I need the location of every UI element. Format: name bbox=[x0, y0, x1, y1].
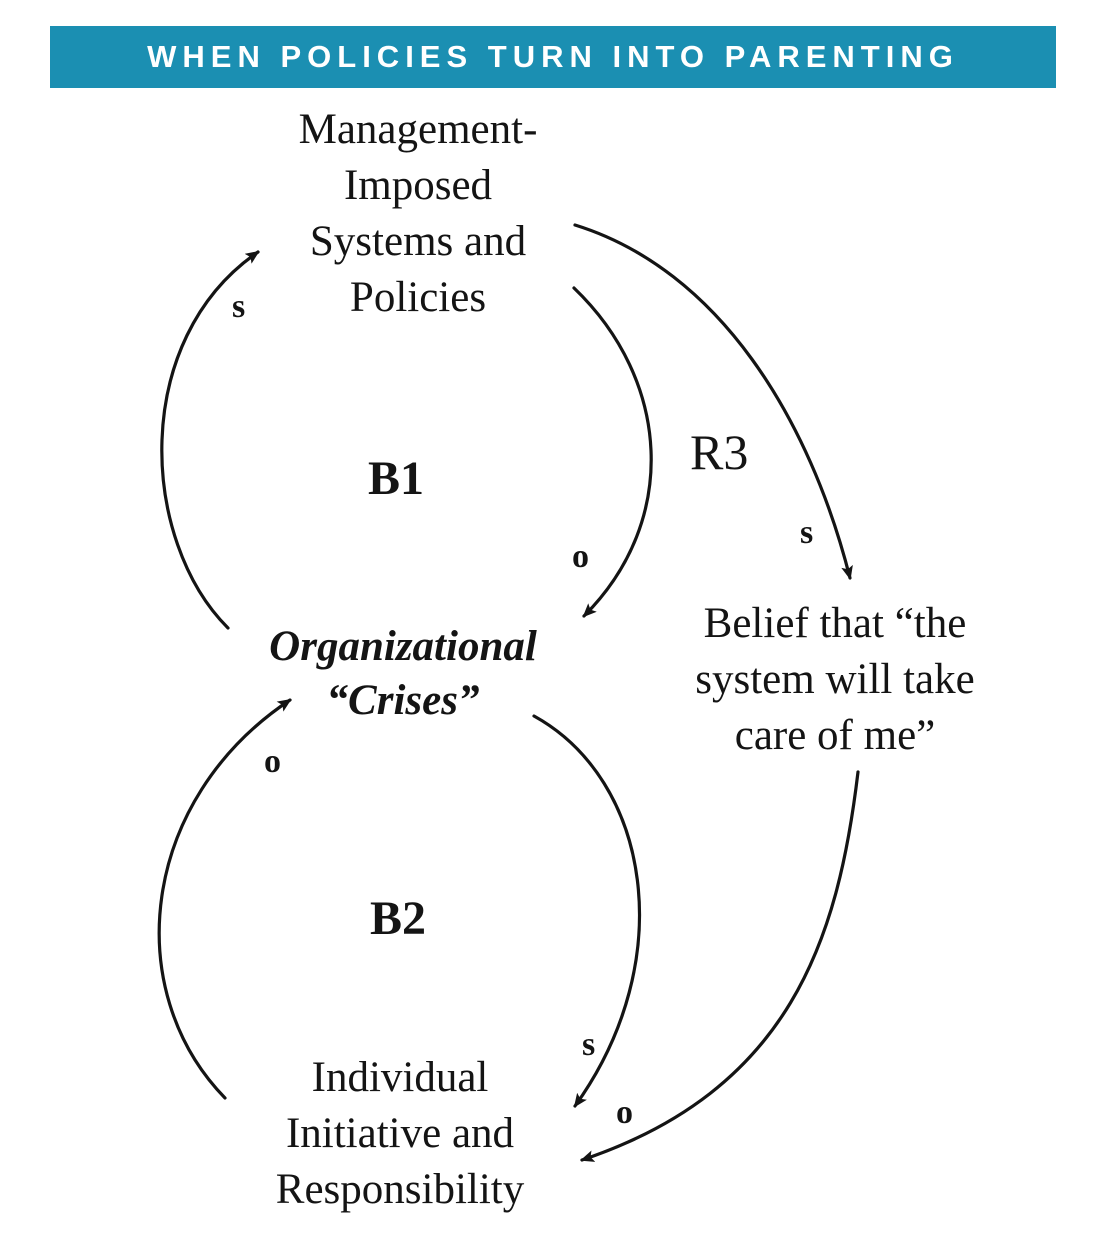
node-text-line: Responsibility bbox=[275, 1166, 525, 1213]
node-text-line: care of me” bbox=[734, 712, 936, 759]
node-text-line: Management- bbox=[298, 106, 538, 153]
arrow-crises-to-policies bbox=[160, 250, 260, 630]
loop-label-b2: B2 bbox=[370, 892, 427, 945]
title-banner: WHEN POLICIES TURN INTO PARENTING bbox=[50, 26, 1056, 88]
node-belief-system: Belief that “the system will take care o… bbox=[660, 596, 1010, 764]
node-text-line: “Crises” bbox=[326, 677, 480, 724]
loop-label-b1: B1 bbox=[368, 452, 425, 505]
arrow-belief-to-initiative bbox=[580, 770, 860, 1162]
arrow-crises-to-initiative bbox=[532, 714, 642, 1108]
node-individual-initiative: Individual Initiative and Responsibility bbox=[240, 1050, 560, 1218]
polarity-crises-to-initiative: s bbox=[582, 1026, 596, 1063]
polarity-policies-to-crises: o bbox=[572, 538, 589, 575]
polarity-policies-to-belief: s bbox=[800, 514, 814, 551]
node-text-line: Imposed bbox=[343, 162, 493, 209]
polarity-crises-to-policies: s bbox=[232, 288, 246, 325]
polarity-initiative-to-crises: o bbox=[264, 743, 281, 780]
node-text-line: Initiative and bbox=[285, 1110, 515, 1157]
node-organizational-crises: Organizational “Crises” bbox=[228, 620, 578, 728]
arrow-policies-to-crises bbox=[572, 286, 653, 618]
arrow-initiative-to-crises bbox=[157, 698, 292, 1100]
node-text-line: Systems and bbox=[309, 218, 527, 265]
node-text-line: system will take bbox=[695, 656, 975, 703]
arrow-policies-to-belief bbox=[573, 223, 853, 580]
node-text-line: Individual bbox=[311, 1054, 489, 1101]
polarity-belief-to-initiative: o bbox=[616, 1094, 633, 1131]
node-text-line: Organizational bbox=[269, 623, 537, 670]
node-management-policies: Management- Imposed Systems and Policies bbox=[258, 102, 578, 326]
node-text-line: Belief that “the bbox=[703, 600, 967, 647]
loop-label-r3: R3 bbox=[690, 424, 749, 480]
banner-title: WHEN POLICIES TURN INTO PARENTING bbox=[147, 39, 959, 74]
node-text-line: Policies bbox=[349, 274, 487, 321]
